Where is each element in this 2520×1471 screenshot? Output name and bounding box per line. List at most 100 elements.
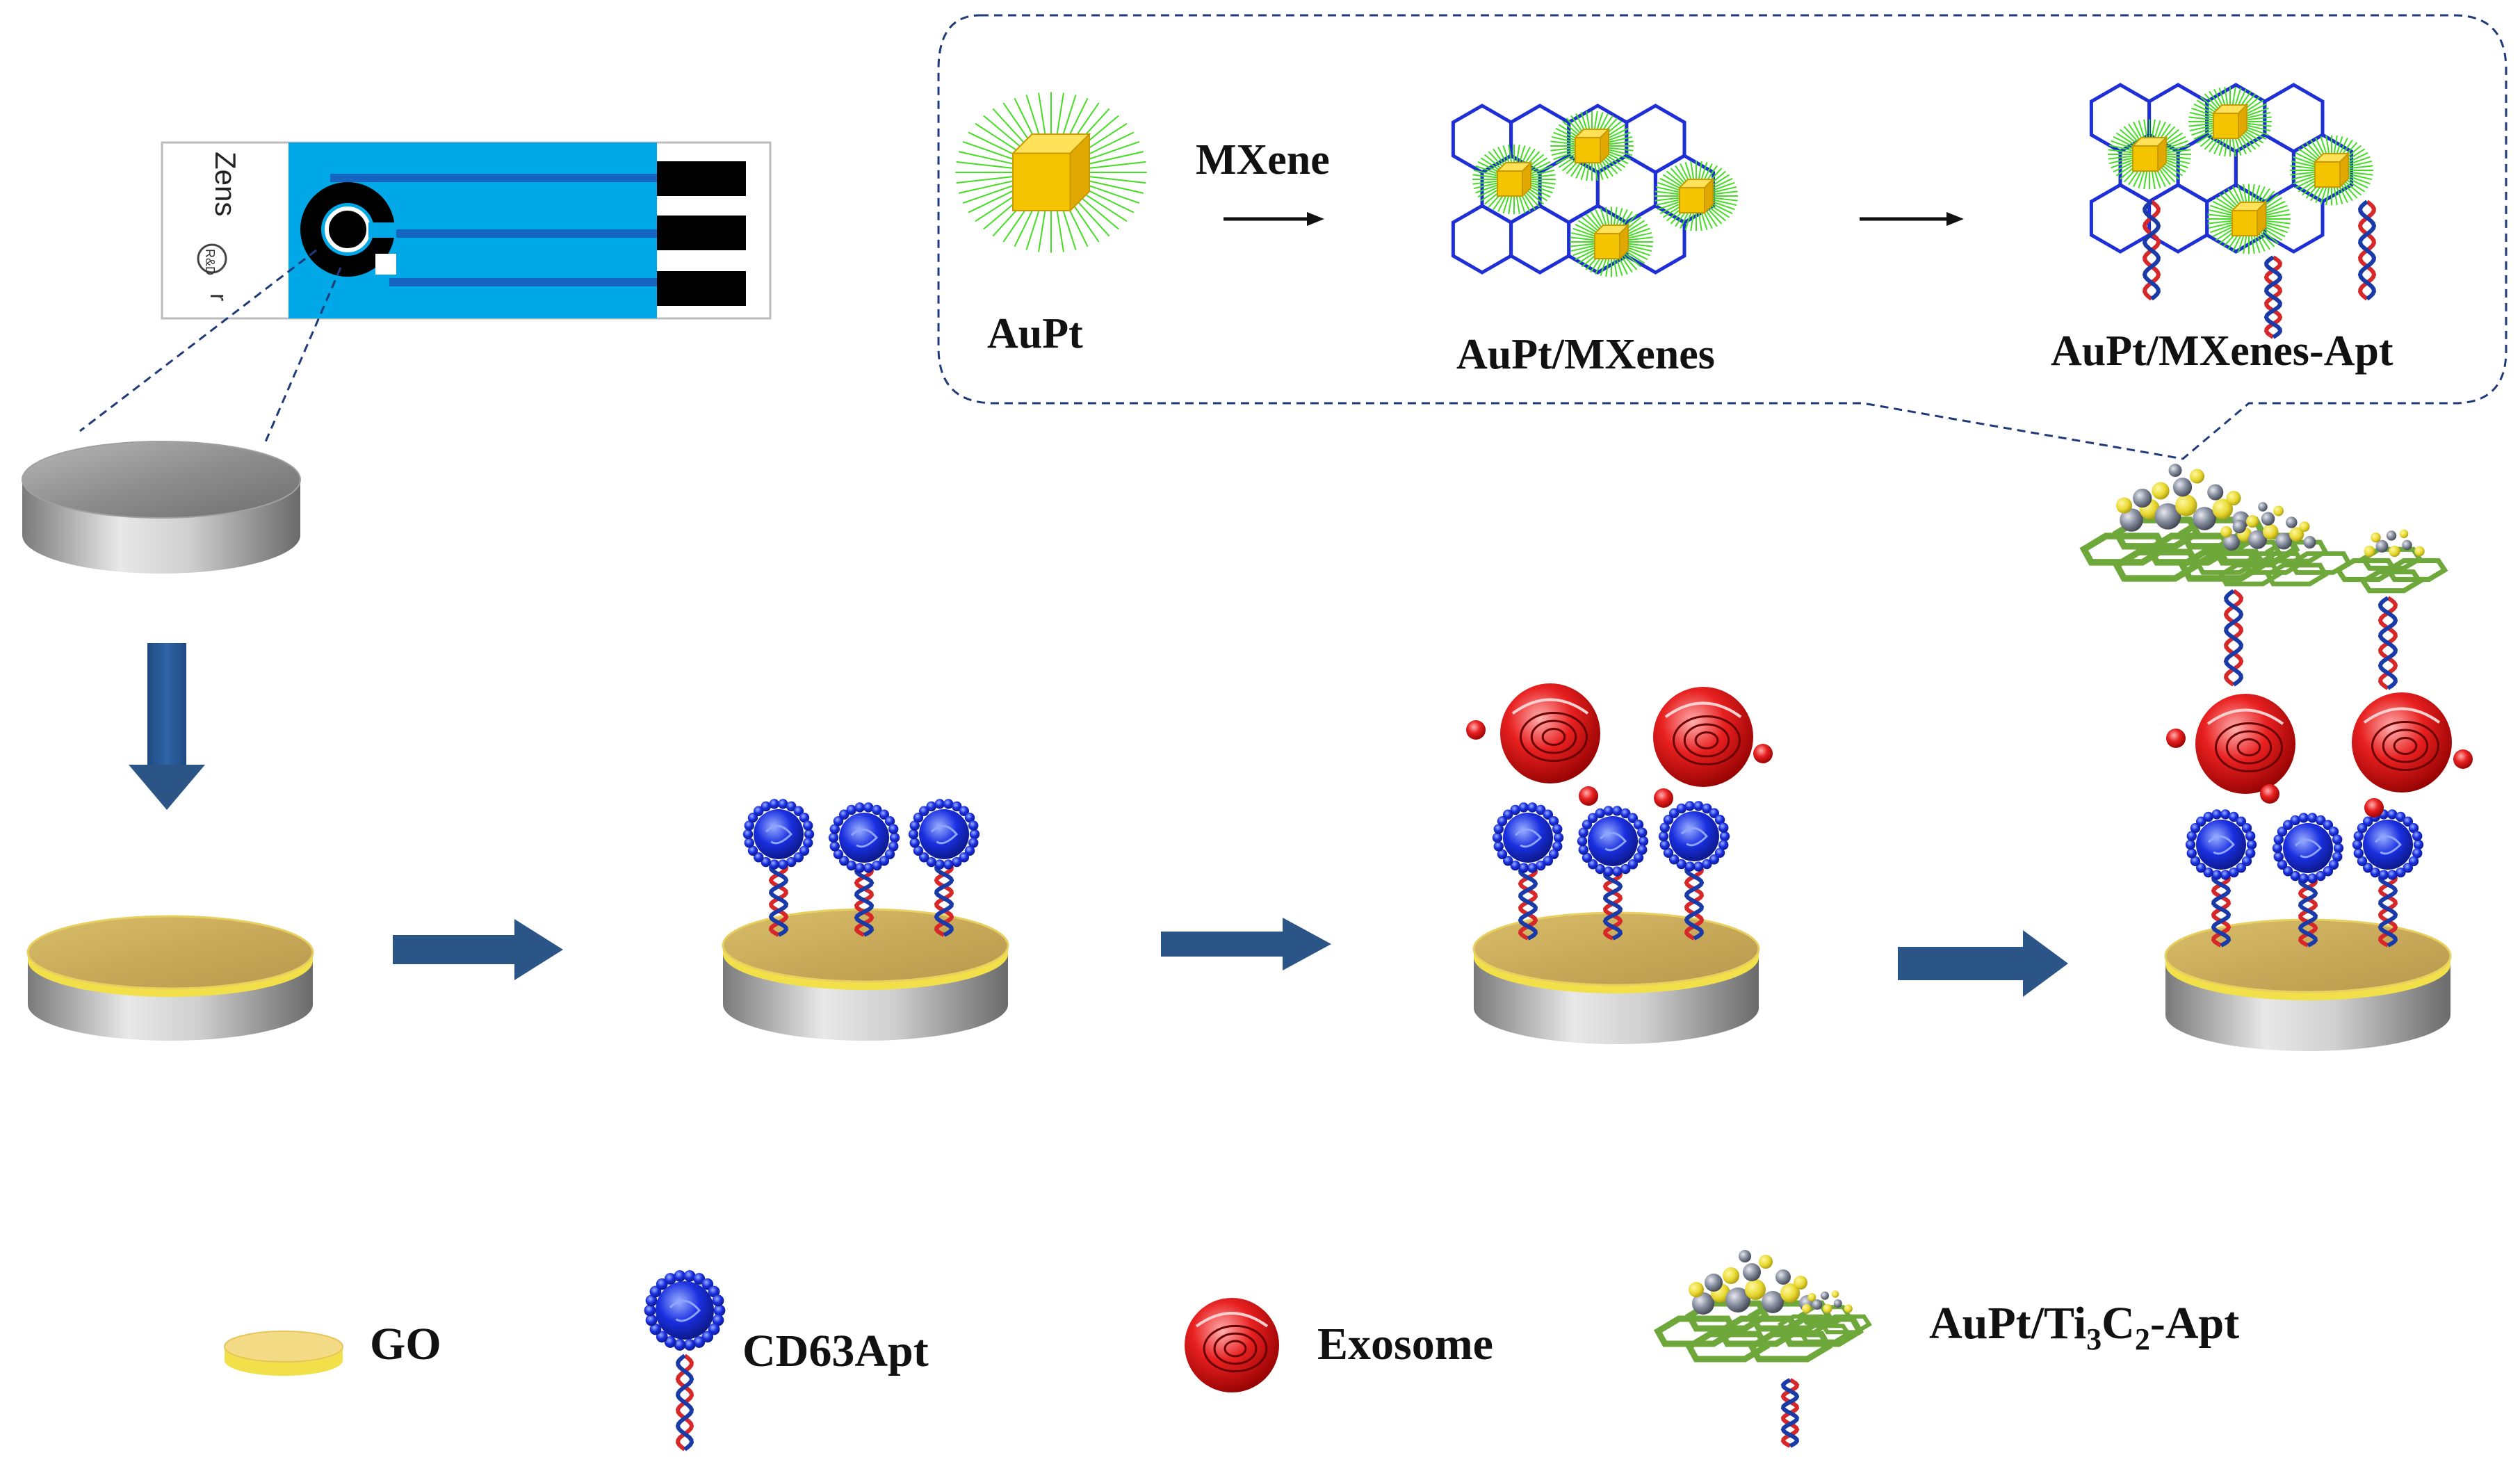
cd63-bead xyxy=(1637,845,1648,855)
inset-arrow-2-head xyxy=(1946,212,1964,226)
exosome-body xyxy=(1185,1298,1279,1392)
cube-front xyxy=(1594,233,1620,259)
cd63-bead xyxy=(913,845,924,856)
cd63-bead xyxy=(761,801,771,812)
probe-nanoparticle-gray xyxy=(1739,1250,1751,1262)
go-layer xyxy=(26,915,314,990)
inset-mxene-label: MXene xyxy=(1196,136,1330,184)
cd63-bead xyxy=(2357,823,2368,834)
cd63-swirl xyxy=(669,1299,701,1322)
cd63-core xyxy=(2363,820,2413,870)
cd63-bead xyxy=(913,813,924,823)
cd63-bead xyxy=(1553,832,1564,843)
probe-nanoparticle-gray xyxy=(1762,1291,1784,1313)
cd63-bead xyxy=(1676,859,1686,870)
cd63-bead xyxy=(744,838,754,848)
stage2-aptamer-2 xyxy=(854,863,875,937)
exosome-highlight xyxy=(1664,701,1742,718)
cd63-bead xyxy=(713,1304,726,1317)
cube-side xyxy=(2157,136,2167,173)
cd63-bead xyxy=(964,845,975,856)
cd63-bead xyxy=(918,852,929,863)
exosome-body xyxy=(2352,692,2452,793)
cd63-bead xyxy=(943,859,954,870)
cd63-bead xyxy=(2195,863,2206,873)
probe-nanoparticle-gray xyxy=(1833,1299,1842,1308)
probe-nanoparticle-gray xyxy=(2168,464,2182,478)
cd63-bead xyxy=(2387,809,2398,820)
stage3-fragment-1 xyxy=(1466,720,1486,740)
cd63-bead xyxy=(2185,839,2196,850)
cd63-bead xyxy=(2396,867,2406,878)
stage3-cd63-2 xyxy=(1577,806,1649,877)
inset-aupt-label: AuPt xyxy=(987,310,1083,357)
cd63-bead xyxy=(2403,863,2414,873)
exosome-highlight xyxy=(2363,707,2441,724)
cd63-bead xyxy=(1684,861,1695,872)
cd63-bead xyxy=(1693,801,1704,811)
cd63-bead xyxy=(799,813,810,823)
legend-go-label: GO xyxy=(370,1319,441,1370)
hexagon-cell xyxy=(1509,204,1571,275)
probe-nanoparticle-yellow xyxy=(2246,515,2259,528)
cd63-bead xyxy=(2211,809,2222,820)
dna-strand-blue xyxy=(1518,863,1538,941)
cd63-bead xyxy=(674,1270,686,1282)
cd63-bead xyxy=(884,816,895,827)
probe-nanoparticle-gray xyxy=(2261,512,2275,526)
cd63-bead xyxy=(2408,856,2419,866)
dna-strand-blue xyxy=(1780,1378,1800,1448)
legend-cd63-label: CD63Apt xyxy=(742,1326,929,1376)
disk-top xyxy=(22,441,301,519)
probe-nanoparticle-yellow xyxy=(2399,529,2409,539)
cd63-bead xyxy=(744,820,754,831)
dna-strand-blue xyxy=(2377,596,2398,690)
cd63-bead xyxy=(2190,823,2201,834)
electrode-logo-ring xyxy=(197,243,227,274)
mxene-apt-cube-2 xyxy=(2108,119,2191,190)
exosome-inner-ring xyxy=(1519,711,1588,763)
cd63-bead xyxy=(968,838,979,848)
legend-cd63-swatch xyxy=(644,1270,726,1452)
cd63-bead xyxy=(664,1273,676,1285)
dna-strand-blue xyxy=(2263,255,2283,339)
legend-nanoprobe-2 xyxy=(1778,1290,1872,1344)
probe-nanoparticle-yellow xyxy=(2212,498,2233,519)
probe-nanoparticle-yellow xyxy=(2175,494,2197,517)
cd63-bead xyxy=(1497,816,1508,827)
electrode-brand-text: Zens xyxy=(209,152,242,216)
cd63-bead xyxy=(1709,854,1720,865)
cd63-swirl xyxy=(2207,835,2236,855)
cd63-bead xyxy=(693,1336,706,1348)
cd63-bead xyxy=(1595,808,1605,819)
cd63-bead xyxy=(918,806,929,816)
probe-nanoparticle-yellow xyxy=(1780,1283,1800,1303)
cd63-bead xyxy=(2229,867,2239,878)
cube-front xyxy=(1012,152,1071,211)
probe-sheet-cell xyxy=(2384,558,2448,583)
probe-nanoparticle-yellow xyxy=(1689,1282,1704,1297)
cd63-bead xyxy=(1577,836,1588,847)
probe-nanoparticle-yellow xyxy=(1831,1290,1839,1298)
probe-nanoparticle-yellow xyxy=(1802,1303,1812,1314)
cd63-bead xyxy=(1702,803,1712,814)
cd63-bead xyxy=(964,813,975,823)
probe-nanoparticle-yellow xyxy=(2190,469,2204,484)
stage4-exosome-2 xyxy=(2352,692,2452,793)
cd63-bead xyxy=(1510,860,1520,871)
cd63-bead xyxy=(2236,863,2247,873)
dna-strand-blue xyxy=(768,860,789,937)
mxene-apt-cube-4 xyxy=(2207,184,2291,254)
exosome-inner-ring xyxy=(1541,727,1566,747)
cube-front xyxy=(2232,210,2258,236)
probe-sheet-cell xyxy=(1747,1331,1833,1363)
cd63-bead xyxy=(926,856,936,868)
cd63-bead xyxy=(2290,815,2300,826)
inset-aupt-mxenes-label: AuPt/MXenes xyxy=(1456,331,1715,378)
cd63-bead xyxy=(753,806,764,816)
probe-nanoparticle-gray xyxy=(1705,1274,1723,1292)
cd63-bead xyxy=(1714,847,1725,858)
stage3-cd63-1 xyxy=(1492,802,1564,873)
cube-side xyxy=(2257,200,2266,238)
